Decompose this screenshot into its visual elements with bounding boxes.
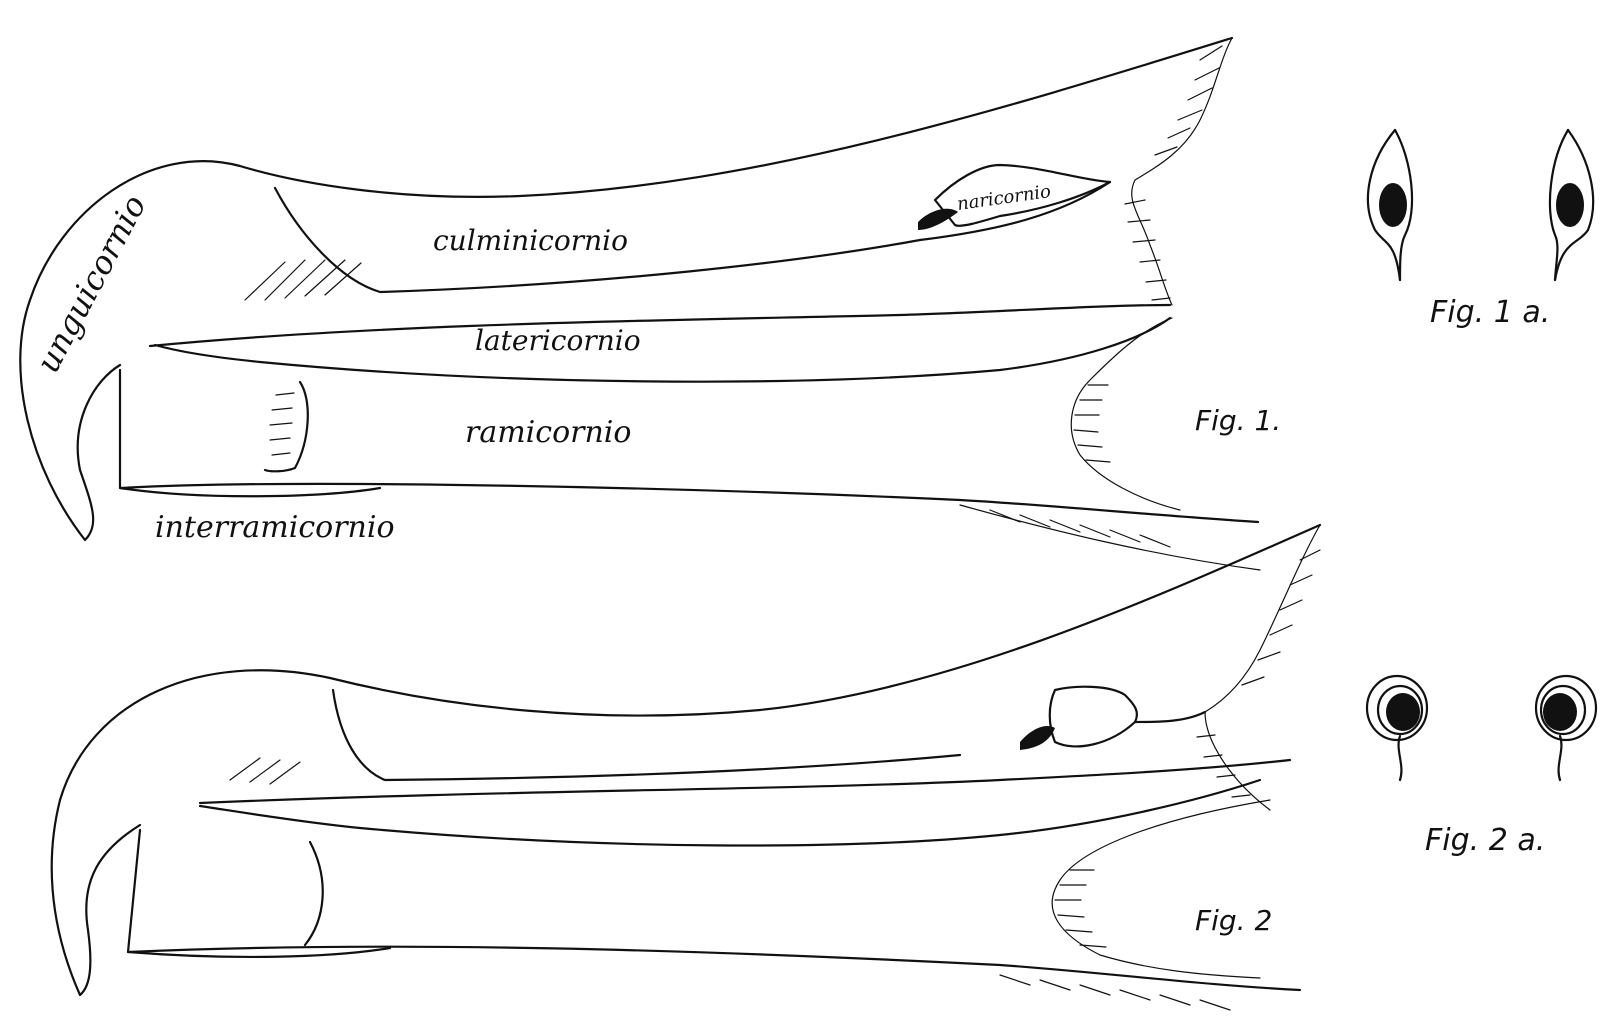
- feather-hatching-chin-2: [1000, 975, 1230, 1010]
- feather-hatching-upper-2: [1197, 550, 1320, 797]
- figure-1a-nostrils: [1368, 130, 1593, 280]
- caption-fig-1a: Fig. 1 a.: [1430, 295, 1550, 330]
- label-naricornio: naricornio: [956, 181, 1053, 215]
- caption-fig-1: Fig. 1.: [1195, 404, 1281, 437]
- figure-2-beak: [52, 525, 1320, 1010]
- hook-shading-2: [230, 758, 300, 784]
- nostril-2: [1020, 726, 1055, 750]
- nostril-2a-right: [1543, 693, 1577, 731]
- nostril-1: [918, 209, 958, 230]
- caption-fig-2a: Fig. 2 a.: [1425, 823, 1545, 858]
- label-interramicornio: interramicornio: [155, 510, 395, 545]
- feather-hatching-gape: [1074, 385, 1110, 462]
- nostril-1a-right: [1556, 183, 1584, 227]
- label-unguicornio: unguicornio: [29, 189, 154, 379]
- figure-2a-nostrils: [1367, 676, 1596, 780]
- caption-fig-2: Fig. 2: [1195, 904, 1272, 937]
- label-culminicornio: culminicornio: [433, 224, 628, 257]
- nostril-2a-left: [1386, 693, 1420, 731]
- figure-1-beak: [20, 38, 1260, 570]
- label-ramicornio: ramicornio: [465, 415, 631, 450]
- label-latericornio: latericornio: [475, 324, 641, 357]
- nostril-1a-left: [1379, 183, 1407, 227]
- hook-shading-1: [245, 260, 361, 300]
- ramicornio-hatching: [270, 393, 294, 455]
- feather-hatching-chin-1: [990, 510, 1170, 547]
- feather-hatching-gape-2: [1055, 870, 1106, 947]
- naricornio-plate-2: [1050, 687, 1137, 747]
- feather-hatching-upper: [1125, 46, 1222, 300]
